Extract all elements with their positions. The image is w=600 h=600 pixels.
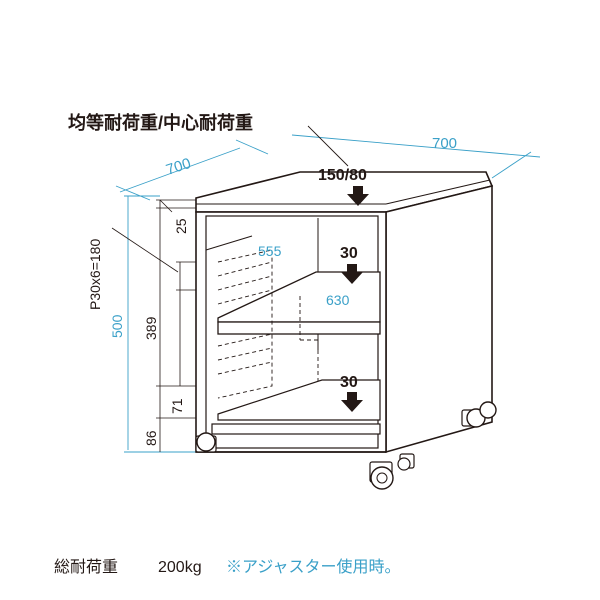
down-arrow-icon <box>341 392 363 412</box>
dim-height-total: 500 <box>109 314 125 338</box>
down-arrow-icon <box>347 186 369 206</box>
dim-pitch: P30x6=180 <box>87 239 103 310</box>
footer-label: 総耐荷重 <box>54 558 118 576</box>
dim-inner-depth: 555 <box>258 243 282 259</box>
title-leader-line <box>307 125 349 167</box>
casters <box>195 401 497 490</box>
top-load-value: 150/80 <box>318 167 367 184</box>
dim-top-thickness: 25 <box>173 218 189 234</box>
dim-width-right: 700 <box>432 135 457 152</box>
dim-lower-gap: 71 <box>169 398 185 414</box>
height-dimensions <box>111 199 200 452</box>
dim-width-left: 700 <box>164 155 193 179</box>
down-arrow-icon <box>341 264 363 284</box>
dim-mid-height: 389 <box>143 316 159 340</box>
dim-inner-width: 630 <box>326 292 350 308</box>
footer-note: ※アジャスター使用時。 <box>226 558 401 576</box>
footer-value: 200kg <box>158 559 202 576</box>
dim-base: 86 <box>143 430 159 446</box>
wagon-cabinet <box>195 171 494 454</box>
load-title: 均等耐荷重/中心耐荷重 <box>68 112 253 133</box>
shelf-load-lower: 30 <box>340 374 358 391</box>
shelf-load-upper: 30 <box>340 245 358 262</box>
